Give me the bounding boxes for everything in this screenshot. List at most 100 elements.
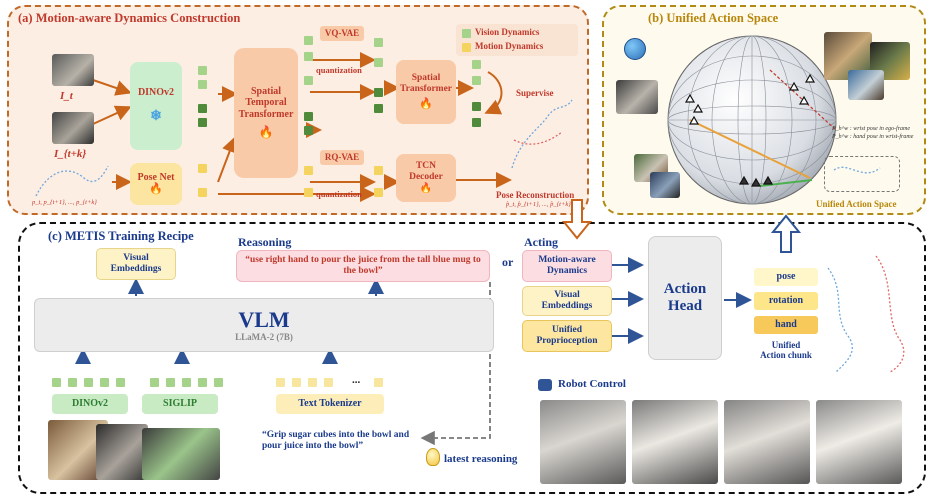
- token: [198, 164, 207, 173]
- token: [304, 126, 313, 135]
- robot-image-2: [650, 172, 680, 198]
- robot-icon: [538, 379, 552, 391]
- token: [374, 88, 383, 97]
- token: [308, 378, 317, 387]
- spatial-temporal-transformer: Spatial Temporal Transformer 🔥: [234, 48, 298, 178]
- token: [68, 378, 77, 387]
- wrist-pose-note: P_h^w : wrist pose in ego-frame: [832, 126, 911, 132]
- token: [84, 378, 93, 387]
- token: [374, 58, 383, 67]
- frame-tk-image: [52, 112, 94, 144]
- axis-orange: [689, 119, 811, 179]
- flame-icon: 🔥: [149, 183, 163, 196]
- chunk-hand: hand: [754, 316, 818, 334]
- legend-motion-label: Motion Dynamics: [475, 41, 544, 51]
- pose-recon-trajectory-2: [513, 131, 563, 145]
- input-image-2: [96, 424, 148, 480]
- token: [374, 38, 383, 47]
- token: [150, 378, 159, 387]
- token: [214, 378, 223, 387]
- pose-reconstruction-label: Pose Reconstruction: [496, 190, 575, 200]
- legend-vision-label: Vision Dynamics: [475, 27, 540, 37]
- arrow-frame2-to-dino: [92, 105, 132, 125]
- visual-embeddings-output: Visual Embeddings: [96, 248, 176, 280]
- input-motion-dynamics: Motion-aware Dynamics: [522, 250, 612, 282]
- tcn-decoder-label: TCN Decoder: [409, 161, 443, 183]
- arrow-c-to-b: [770, 214, 802, 253]
- siglip-input: SIGLIP: [142, 394, 218, 414]
- token: [52, 378, 61, 387]
- unified-action-space-label: Unified Action Space: [816, 199, 897, 209]
- acting-label: Acting: [524, 235, 558, 249]
- unified-trajectory: [833, 166, 881, 174]
- token: [304, 36, 313, 45]
- chunk-pose: pose: [754, 268, 818, 286]
- token: [198, 80, 207, 89]
- flame-icon: 🔥: [419, 183, 433, 195]
- token: [304, 188, 313, 197]
- token: [324, 378, 333, 387]
- pose-input-label: p_t, p_{t+1}, ..., p_{t+k}: [32, 199, 97, 206]
- token: [472, 102, 481, 111]
- legend-vision-swatch: [462, 29, 471, 38]
- token: [374, 188, 383, 197]
- flame-icon: 🔥: [419, 98, 433, 111]
- unified-action-chunk-label: Unified Action chunk: [760, 340, 812, 361]
- vlm-label: VLM: [238, 307, 290, 333]
- vlm-sub-label: LLaMA-2 (7B): [235, 332, 293, 343]
- hand-pose-note: P_h^w : hand pose in wrist-frame: [832, 134, 914, 140]
- token: [472, 76, 481, 85]
- pose-net: Pose Net 🔥: [130, 163, 182, 205]
- arrow-frame-to-dino: [92, 79, 132, 96]
- panel-b-title: (b) Unified Action Space: [648, 11, 779, 25]
- token: [472, 118, 481, 127]
- token: [304, 166, 313, 175]
- latest-reasoning-label: latest reasoning: [444, 453, 518, 465]
- quantization-label-1: quantization: [316, 65, 362, 75]
- token: [374, 104, 383, 113]
- reasoning-text: “use right hand to pour the juice from t…: [236, 250, 490, 282]
- reasoning-label: Reasoning: [238, 235, 292, 249]
- token: [374, 378, 383, 387]
- dinov2-encoder: DINOv2 ❄: [130, 62, 182, 150]
- robot-frame-3: [724, 400, 810, 484]
- token-ellipsis: ...: [352, 374, 361, 386]
- quantization-label-2: quantization: [316, 189, 362, 199]
- token: [100, 378, 109, 387]
- sim-image-3: [848, 70, 884, 100]
- spatial-transformer-label: Spatial Transformer: [399, 73, 453, 95]
- input-visual-embeddings: Visual Embeddings: [522, 286, 612, 316]
- legend: [456, 24, 578, 56]
- dinov2-label: DINOv2: [137, 87, 175, 99]
- frame-t-image: [52, 54, 94, 86]
- token: [198, 118, 207, 127]
- rq-vae-box: RQ-VAE: [320, 150, 364, 165]
- flame-icon: 🔥: [258, 125, 274, 140]
- arrow-posenet-to-stt: [217, 136, 238, 183]
- robot-frame-1: [540, 400, 626, 484]
- token: [304, 112, 313, 121]
- pose-input-trajectory: [35, 165, 109, 197]
- pose-recon-trajectory: [511, 99, 573, 169]
- token: [198, 104, 207, 113]
- token: [166, 378, 175, 387]
- panel-c-title: (c) METIS Training Recipe: [48, 229, 194, 243]
- vlm-block: VLM LLaMA-2 (7B): [34, 298, 494, 352]
- pose-reconstruction-sub: p̂_t, p̂_{t+1}, ..., p̂_{t+k}: [506, 201, 571, 208]
- token: [116, 378, 125, 387]
- lightbulb-icon: [426, 448, 440, 466]
- robot-frame-2: [632, 400, 718, 484]
- dinov2-input: DINOv2: [52, 394, 128, 414]
- or-label: or: [502, 255, 514, 269]
- token: [198, 66, 207, 75]
- frame-tk-label: I_{t+k}: [54, 148, 87, 160]
- chunk-rotation: rotation: [754, 292, 818, 310]
- snowflake-icon: ❄: [150, 108, 162, 124]
- unified-action-box: [824, 156, 900, 192]
- chunk-trajectory-2: [875, 255, 905, 373]
- frame-t-label: I_t: [60, 90, 73, 102]
- input-unified-proprioception: Unified Proprioception: [522, 320, 612, 352]
- robot-control-label: Robot Control: [558, 378, 626, 390]
